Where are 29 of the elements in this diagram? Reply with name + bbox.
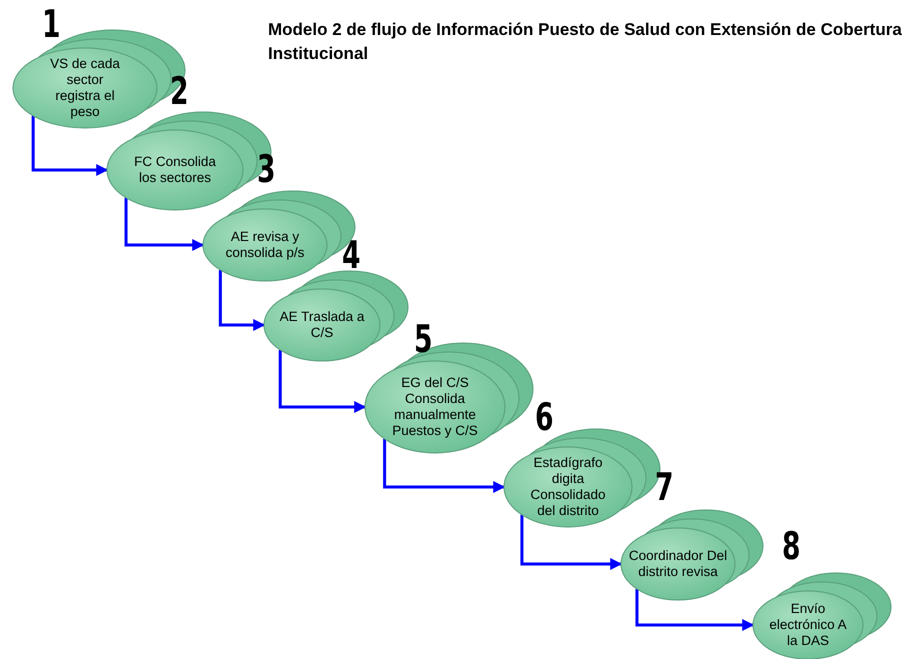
step-number: 6 [535, 398, 554, 436]
process-ellipse [107, 130, 243, 210]
node-label: Coordinador Del distrito revisa [628, 548, 728, 580]
process-ellipse [365, 361, 505, 453]
arrow [383, 438, 506, 493]
step-number: 8 [782, 527, 801, 565]
node-label: Estadígrafo digita Consolidado del distrito [529, 455, 607, 519]
process-ellipse [504, 447, 632, 527]
diagram-title: Modelo 2 de flujo de Información Puesto de Salud con Extensión de Cobertura Institucional [268, 19, 903, 65]
node-label: FC Consolida los sectores [133, 154, 217, 186]
node-label: VS de cada sector registra el peso [49, 56, 121, 120]
step-number: 5 [414, 320, 433, 358]
node-label: Envío electrónico A la DAS [769, 601, 847, 649]
node-label: EG del C/S Consolida manualmente Puestos y C/S [391, 375, 479, 439]
process-ellipse [264, 289, 380, 361]
arrow [278, 350, 366, 413]
node-label: AE Traslada a C/S [279, 309, 365, 341]
step-number: 7 [655, 468, 674, 506]
step-number: 4 [342, 236, 361, 274]
step-number: 1 [42, 5, 61, 43]
node-label: AE revisa y consolida p/s [224, 229, 306, 261]
process-ellipse [203, 209, 327, 281]
arrow [218, 270, 266, 331]
process-ellipse [621, 528, 735, 600]
process-ellipse [13, 48, 157, 128]
arrow [32, 116, 108, 176]
arrow [124, 198, 204, 251]
arrow [520, 514, 622, 570]
arrow [635, 588, 754, 631]
